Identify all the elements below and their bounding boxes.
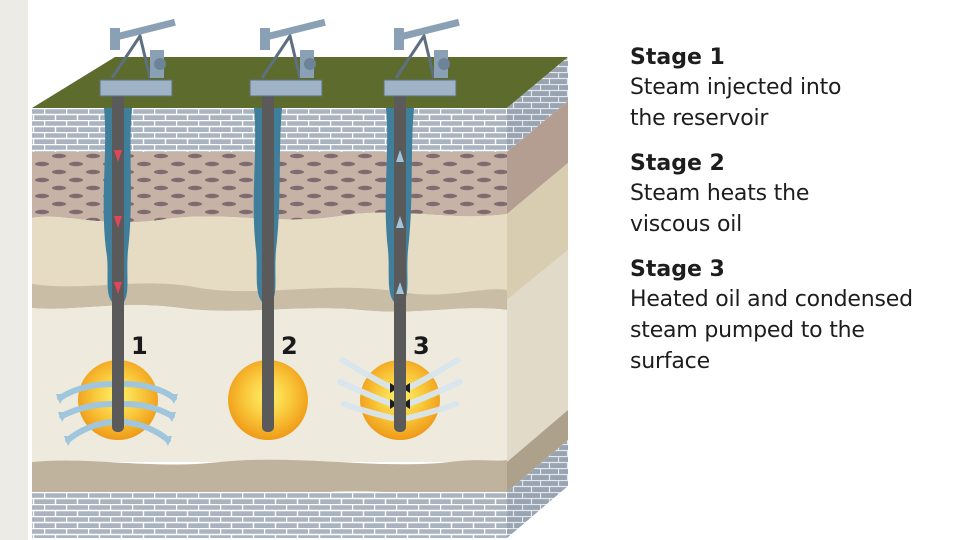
side-cobble [507, 101, 568, 214]
well-number-3: 3 [413, 332, 430, 360]
pump-jack-1 [99, 18, 176, 97]
pump-jack-3 [383, 18, 460, 97]
bottom-brick-layer [32, 492, 507, 538]
stage-2-description: Steam heats the viscous oil [630, 181, 810, 237]
side-bottom-brick [507, 440, 568, 538]
stage-3-entry: Stage 3 Heated oil and condensed steam p… [630, 256, 960, 377]
stage-1-description: Steam injected into the reservoir [630, 75, 842, 131]
well-1: 1 [56, 18, 178, 446]
stage-legend: Stage 1 Steam injected into the reservoi… [630, 44, 960, 393]
side-sand [507, 163, 568, 300]
side-lower-band [507, 410, 568, 492]
well-number-1: 1 [131, 332, 148, 360]
stage-3-title: Stage 3 [630, 257, 725, 282]
well-number-2: 2 [281, 332, 298, 360]
side-reservoir [507, 250, 568, 462]
left-margin-strip [0, 0, 28, 540]
up-flow-arrows-3 [396, 150, 404, 294]
well-2: 2 [228, 18, 326, 440]
well-pipe-1 [112, 84, 124, 432]
down-flow-arrows-1 [114, 150, 122, 294]
stage-3-description: Heated oil and condensed steam pumped to… [630, 287, 913, 374]
well-cross-section-diagram: 1 2 [32, 18, 568, 538]
well-3: 3 [337, 18, 463, 440]
stage-1-title: Stage 1 [630, 45, 725, 70]
pump-jack-2 [249, 18, 326, 97]
well-pipe-2 [262, 84, 274, 432]
well-pipe-3 [394, 84, 406, 432]
stage-2-title: Stage 2 [630, 151, 725, 176]
outward-steam-arrowheads-1 [56, 394, 178, 446]
stage-1-entry: Stage 1 Steam injected into the reservoi… [630, 44, 960, 134]
inward-steam-arrows-3 [337, 357, 463, 421]
stage-2-entry: Stage 2 Steam heats the viscous oil [630, 150, 960, 240]
lower-rock-band [32, 459, 507, 497]
side-brick [507, 57, 568, 152]
